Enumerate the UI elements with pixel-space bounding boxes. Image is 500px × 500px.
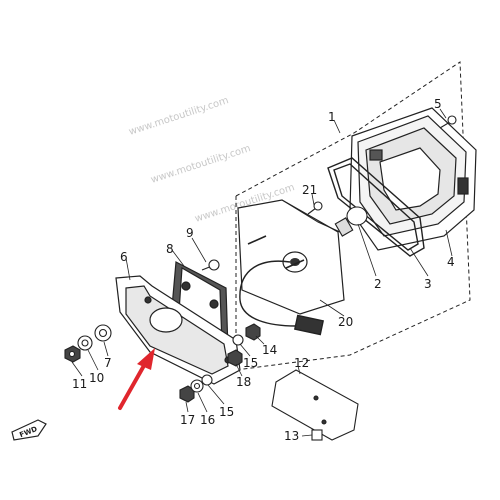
callout-15b: 15 [219, 405, 234, 419]
nut-11 [64, 345, 81, 363]
callout-6: 6 [120, 250, 128, 264]
washer-15b [201, 374, 213, 386]
callout-numbers: 1 2 3 4 5 6 7 8 9 10 11 12 13 14 15 15 1… [72, 97, 455, 443]
lamp-housing [349, 107, 477, 251]
callout-10: 10 [89, 371, 104, 385]
callout-9: 9 [186, 226, 194, 240]
callout-20: 20 [338, 315, 353, 329]
callout-3: 3 [424, 277, 432, 291]
license-bracket-6 [115, 275, 241, 385]
callout-7: 7 [104, 356, 112, 370]
callout-14: 14 [262, 343, 277, 357]
red-arrow-indicator [118, 348, 155, 410]
callout-8: 8 [166, 242, 174, 256]
callout-17: 17 [180, 413, 195, 427]
callout-11: 11 [72, 377, 87, 391]
watermark-1: www.motoutility.com [128, 95, 231, 138]
callout-15a: 15 [243, 356, 258, 370]
washers-left [64, 324, 112, 363]
callout-2: 2 [374, 277, 382, 291]
leader-lines [71, 108, 453, 437]
bulb [334, 206, 368, 237]
washer-15a [232, 334, 244, 346]
watermark-2: www.motoutility.com [150, 143, 253, 186]
callout-12: 12 [294, 356, 309, 370]
callout-16: 16 [200, 413, 215, 427]
washer-10 [77, 335, 93, 351]
forward-marker: FWD [11, 419, 47, 441]
wire-harness [239, 260, 325, 336]
nut-17 [179, 385, 195, 403]
bolt-13 [311, 429, 323, 441]
hardware-right [179, 323, 261, 403]
lamp-base-plate [237, 199, 345, 315]
screw-21 [307, 201, 323, 215]
screw-5 [439, 115, 457, 129]
washer-16 [190, 379, 204, 393]
nut-18 [227, 349, 243, 367]
callout-1: 1 [328, 110, 336, 124]
gasket [327, 157, 425, 257]
screws [201, 115, 457, 271]
callout-13: 13 [284, 429, 299, 443]
screw-9 [201, 259, 220, 271]
callout-4: 4 [447, 255, 455, 269]
callout-21: 21 [302, 183, 317, 197]
stud-bolts [247, 235, 305, 269]
callout-18: 18 [236, 375, 251, 389]
callout-5: 5 [434, 97, 442, 111]
washer-7 [94, 324, 112, 342]
license-plate-12 [271, 369, 359, 441]
